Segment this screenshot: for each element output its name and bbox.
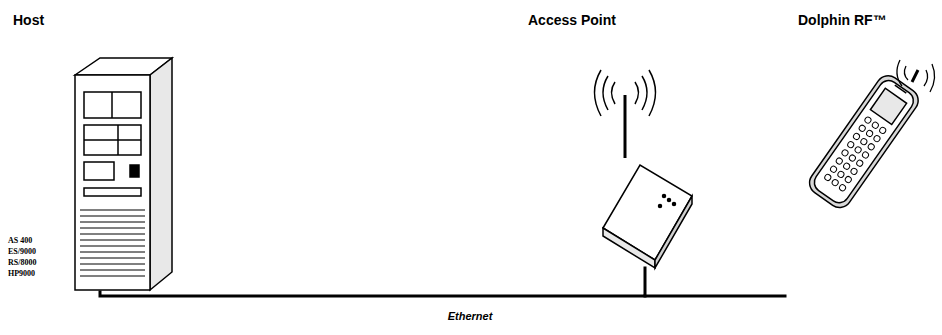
node-heading: Dolphin RF™ [795, 10, 890, 30]
system-name: RS/8000 [8, 258, 36, 268]
system-name: ES/9000 [8, 247, 36, 257]
handheld-terminal [805, 60, 935, 212]
access-point [595, 70, 693, 268]
node-heading: Host [10, 10, 47, 30]
ethernet-cable [100, 268, 645, 296]
network-label: Ethernet [446, 310, 495, 322]
device-node: Dolphin RF™ [795, 10, 935, 205]
ethernet-bus [645, 295, 785, 298]
node-heading: Access Point [525, 10, 619, 30]
server-tower [75, 58, 172, 290]
access-point-node: Access Point [525, 10, 700, 268]
system-name: AS 400 [8, 236, 32, 246]
system-name: HP9000 [8, 269, 35, 279]
